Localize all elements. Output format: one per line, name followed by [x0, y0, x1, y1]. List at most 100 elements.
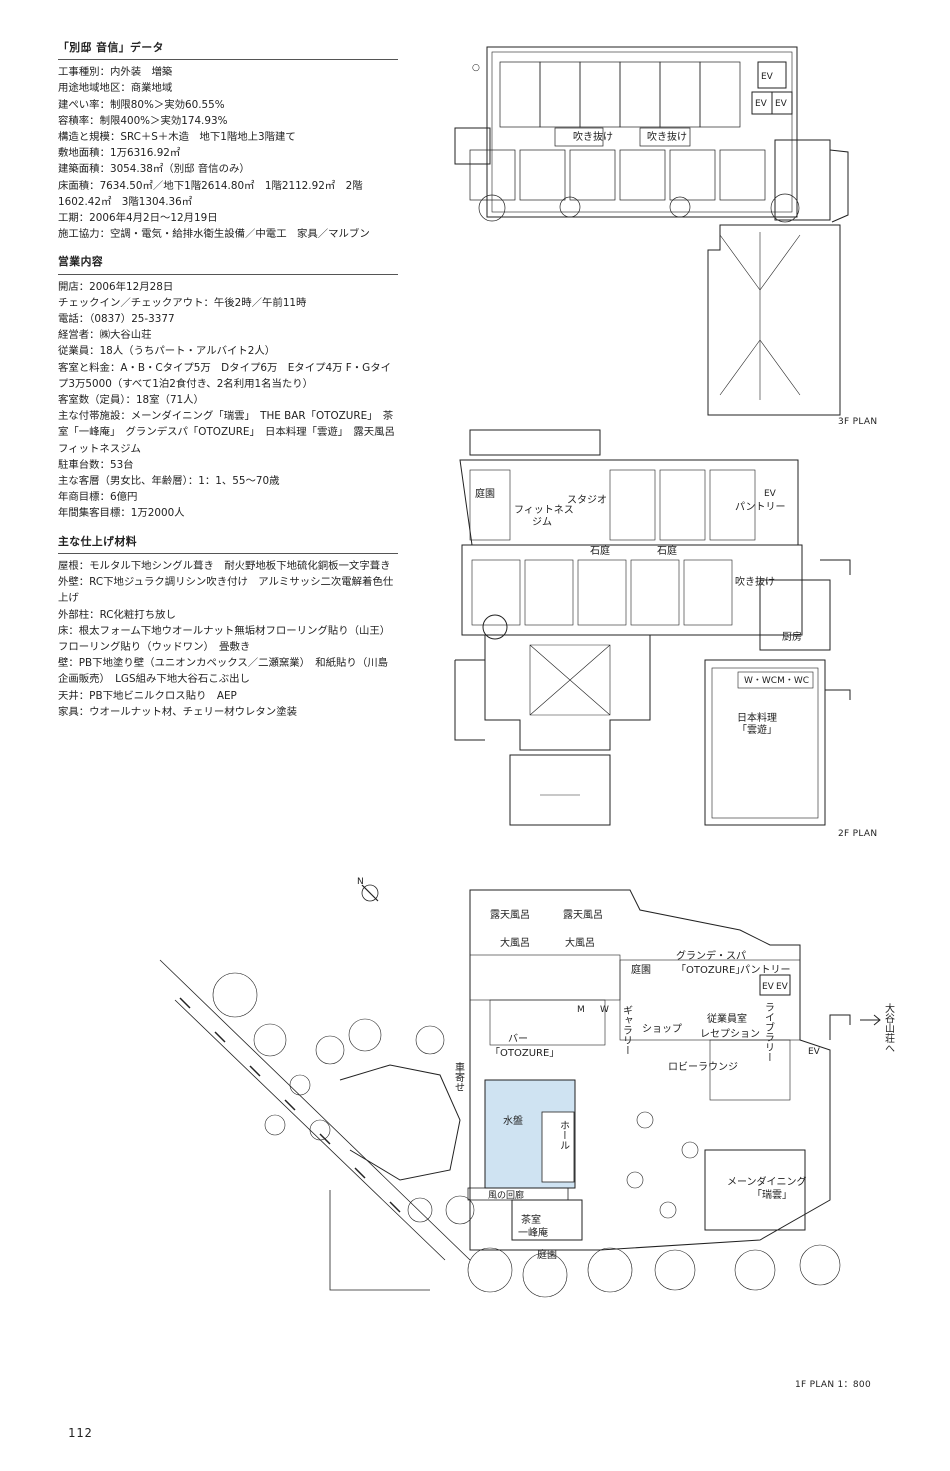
data-value: 午後2時／午前11時 — [213, 296, 307, 309]
data-value: 3054.38㎡（別邸 音信のみ） — [109, 163, 250, 176]
label-ev: EV — [761, 72, 774, 82]
data-row: 壁PB下地塗り壁（ユニオンカペックス／二瀬窯業） 和紙貼り（川島企画販売） LG… — [58, 655, 398, 687]
section-data: 「別邸 音信」データ 工事種別内外装 増築用途地域地区商業地域建ぺい率制限80%… — [58, 40, 398, 242]
label-spa-name: 「OTOZURE」 — [676, 964, 745, 976]
label-garden: 庭園 — [475, 487, 495, 500]
label-wc: W・WCM・WC — [744, 676, 809, 686]
data-key: 主な客層（男女比、年齢層） — [58, 475, 198, 487]
data-row: 経営者㈱大谷山荘 — [58, 327, 398, 343]
data-row: 建築面積3054.38㎡（別邸 音信のみ） — [58, 161, 398, 177]
label-main-dining: メーンダイニング — [727, 1175, 807, 1188]
data-key: 工事種別 — [58, 66, 110, 78]
label-void: 吹き抜け — [647, 130, 687, 143]
data-value: 空調・電気・給排水衛生設備／中電工 家具／マルブン — [109, 228, 370, 241]
data-key: 年間集客目標 — [58, 507, 131, 519]
data-rows: 開店2006年12月28日チェックイン／チェックアウト午後2時／午前11時電話（… — [58, 279, 405, 522]
data-row: 客室と料金A・B・Cタイプ5万 Dタイプ6万 Eタイプ4万 F・Gタイプ3万50… — [58, 360, 398, 392]
data-value: 53台 — [109, 458, 134, 471]
section-heading: 主な仕上げ材料 — [58, 534, 398, 554]
data-key: 従業員 — [58, 345, 100, 357]
label-ev: EV — [776, 982, 789, 992]
data-row: 工事種別内外装 増築 — [58, 64, 398, 80]
data-row: 駐車台数53台 — [58, 457, 398, 473]
label-reception: レセプション — [700, 1028, 760, 1040]
label-water-basin: 水盤 — [503, 1114, 523, 1127]
data-value: PB下地ビニルクロス貼り AEP — [89, 689, 237, 702]
data-rows: 工事種別内外装 増築用途地域地区商業地域建ぺい率制限80%＞実効60.55%容積… — [58, 64, 398, 242]
label-ev: EV — [808, 1047, 821, 1057]
plan-2f-title: 2F PLAN — [838, 829, 878, 839]
label-bar: バー — [508, 1033, 528, 1045]
data-key: 建ぺい率 — [58, 99, 110, 111]
label-hall: ホール — [558, 1120, 570, 1150]
data-row: 主な客層（男女比、年齢層）1：1、55〜70歳 — [58, 473, 398, 489]
label-open-bath: 露天風呂 — [563, 909, 603, 921]
plan-1f-title: 1F PLAN 1：800 — [795, 1380, 871, 1390]
data-row: 天井PB下地ビニルクロス貼り AEP — [58, 688, 398, 704]
data-key: 経営者 — [58, 329, 100, 341]
label-japanese-restaurant: 日本料理 — [737, 711, 777, 724]
data-value: ウオールナット材、チェリー材ウレタン塗装 — [89, 705, 297, 718]
data-key: 壁 — [58, 657, 79, 669]
data-row: チェックイン／チェックアウト午後2時／午前11時 — [58, 295, 398, 311]
label-main-dining-name: 「瑞雲」 — [752, 1189, 792, 1201]
data-key: 建築面積 — [58, 163, 110, 175]
section-materials: 主な仕上げ材料 屋根モルタル下地シングル葺き 耐火野地板下地硫化銅板一文字葺き外… — [58, 534, 398, 720]
data-key: 施工協力 — [58, 228, 110, 240]
data-value: SRC＋S＋木造 地下1階地上3階建て — [120, 131, 296, 144]
data-row: 開店2006年12月28日 — [58, 279, 398, 295]
data-value: メーンダイニング「瑞雲」 THE BAR「OTOZURE」 茶室「一峰庵」 グラ… — [58, 410, 406, 455]
data-value: ㈱大谷山荘 — [99, 329, 152, 342]
data-key: 電話 — [58, 313, 89, 325]
label-open-bath: 露天風呂 — [490, 909, 530, 921]
label-pantry: パントリー — [740, 964, 791, 976]
data-rows: 屋根モルタル下地シングル葺き 耐火野地板下地硫化銅板一文字葺き外壁RC下地ジュラ… — [58, 558, 398, 720]
data-key: 床 — [58, 625, 79, 637]
data-row: 年商目標6億円 — [58, 489, 398, 505]
data-row: 電話（0837）25-3377 — [58, 311, 398, 327]
data-row: 施工協力空調・電気・給排水衛生設備／中電工 家具／マルブン — [58, 226, 398, 242]
data-key: 外部柱 — [58, 609, 100, 621]
plan-3f-drawing: ○ — [454, 46, 849, 416]
label-ev: EV — [755, 99, 768, 109]
label-garden: 庭園 — [537, 1248, 557, 1261]
label-studio: スタジオ — [567, 494, 607, 506]
label-void: 吹き抜け — [735, 575, 775, 588]
data-key: 駐車台数 — [58, 459, 110, 471]
data-value: PB下地塗り壁（ユニオンカペックス／二瀬窯業） 和紙貼り（川島企画販売） LGS… — [58, 657, 388, 686]
data-value: 18室（71人） — [135, 394, 204, 407]
label-gym: ジム — [532, 516, 552, 528]
data-key: 工期 — [58, 212, 89, 224]
data-key: 開店 — [58, 281, 89, 293]
data-row: 構造と規模SRC＋S＋木造 地下1階地上3階建て — [58, 129, 398, 145]
data-value: 制限400%＞実効174.93% — [99, 114, 228, 127]
data-key: 天井 — [58, 690, 89, 702]
data-row: 床根太フォーム下地ウオールナット無垢材フローリング貼り（山王） フローリング貼り… — [58, 623, 398, 655]
section-heading: 「別邸 音信」データ — [58, 40, 398, 61]
label-stone-garden: 石庭 — [590, 544, 610, 557]
data-value: 1：1、55〜70歳 — [198, 475, 280, 488]
data-key: 家具 — [58, 706, 89, 718]
label-library: ライブラリー — [763, 1002, 775, 1062]
data-value: 内外装 増築 — [109, 66, 173, 79]
data-key: 外壁 — [58, 576, 89, 588]
data-row: 主な付帯施設メーンダイニング「瑞雲」 THE BAR「OTOZURE」 茶室「一… — [58, 408, 405, 457]
label-shop: ショップ — [642, 1023, 682, 1035]
label-w: W — [600, 1005, 609, 1015]
data-row: 外壁RC下地ジュラク調リシン吹き付け アルミサッシ二次電解着色仕上げ — [58, 574, 398, 606]
label-kitchen: 厨房 — [782, 630, 802, 643]
data-row: 従業員18人（うちパート・アルバイト2人） — [58, 343, 398, 359]
data-row: 年間集客目標1万2000人 — [58, 505, 398, 521]
label-gallery: ギャラリー — [621, 1005, 632, 1055]
data-key: 屋根 — [58, 560, 89, 572]
label-corridor: 風の回廊 — [488, 1189, 524, 1201]
plan-2f-drawing — [454, 429, 851, 826]
data-value: RC化粧打ち放し — [99, 608, 176, 621]
label-ev: EV — [764, 489, 777, 499]
data-value: 根太フォーム下地ウオールナット無垢材フローリング貼り（山王） フローリング貼り（… — [58, 624, 396, 653]
data-row: 床面積7634.50㎡／地下1階2614.80㎡ 1階2112.92㎡ 2階16… — [58, 178, 398, 210]
north-label: N — [357, 877, 364, 887]
data-value: 2006年12月28日 — [89, 280, 174, 293]
section-business: 営業内容 開店2006年12月28日チェックイン／チェックアウト午後2時／午前1… — [58, 254, 405, 522]
